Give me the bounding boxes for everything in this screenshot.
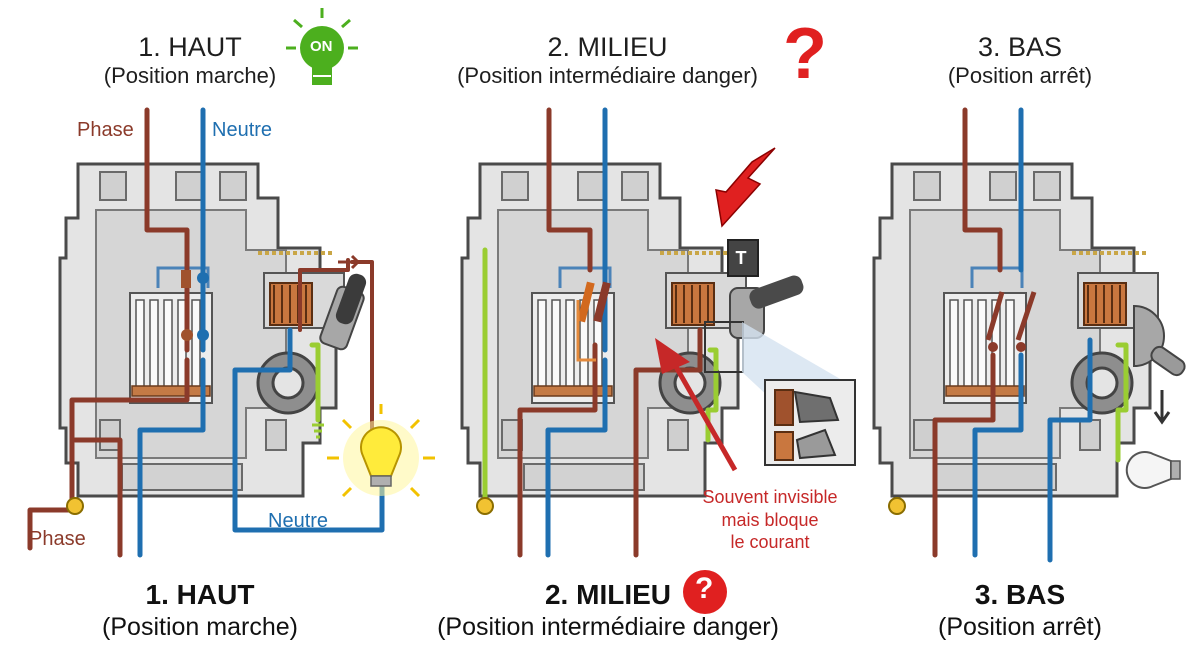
trip-marker: T [736,248,747,268]
on-badge-label: ON [310,38,333,55]
panel-1-subtitle: (Position marche) [103,63,277,89]
red-arrow-contact-head [655,338,690,374]
annotation-line-1: Souvent invisible [702,487,838,507]
panel-3-title: 3. BAS [977,32,1063,62]
panel-3-footer: 3. BAS (Position arrêt) [905,578,1135,642]
contact-annotation: Souvent invisible mais bloque le courant [680,486,860,554]
question-badge [683,570,727,614]
panel-1-footer-subtitle: (Position marche) [102,612,298,641]
panel-2-contacts [576,281,611,362]
panel-3-subtitle: (Position arrêt) [947,63,1093,89]
panel-3-contacts [985,291,1037,352]
red-arrow-trip [715,147,776,228]
panel-3-mount-clip [888,497,906,515]
panel-3-wiring [932,107,1129,563]
earth-symbol [312,423,324,439]
panel-1-title: 1. HAUT [138,32,242,62]
panel-1-footer-title: 1. HAUT [145,579,255,610]
panel-2-mount-clip [476,497,494,515]
panel-1-breaker [58,162,367,498]
panel-2-heading: 2. MILIEU (Position intermédiaire danger… [430,32,785,88]
panel-1-footer: 1. HAUT (Position marche) [70,578,330,642]
panel-1-heading: 1. HAUT (Position marche) [70,32,310,88]
question-badge-label: ? [695,572,714,605]
detail-zoom [764,379,856,466]
panel-1-contacts [181,254,362,341]
panel-1-mount-clip [66,497,84,515]
panel-2-breaker [460,162,804,498]
panel-3-footer-title: 3. BAS [974,579,1066,610]
arrow-down-icon [1153,390,1171,425]
question-mark-icon: ? [783,14,827,94]
annotation-line-3: le courant [730,532,810,552]
panel-3-breaker [872,162,1186,498]
panel-3-footer-subtitle: (Position arrêt) [938,612,1102,641]
panel-2-footer: 2. MILIEU (Position intermédiaire danger… [418,578,798,642]
red-arrow-contact [672,363,738,472]
lightbulb-off-icon [1125,451,1181,489]
panel-2-footer-subtitle: (Position intermédiaire danger) [437,612,779,641]
lightbulb-on-icon [327,404,435,498]
panel-3-heading: 3. BAS (Position arrêt) [910,32,1130,88]
annotation-line-2: mais bloque [721,509,819,530]
panel-1-wiring [27,107,385,558]
neutre-label-bottom: Neutre [268,510,329,532]
phase-label-top: Phase [77,119,134,141]
panel-2-title: 2. MILIEU [547,32,668,62]
panel-2-subtitle: (Position intermédiaire danger) [457,63,758,89]
on-lightbulb-icon [286,8,358,85]
panel-2-footer-title: 2. MILIEU [544,579,671,610]
phase-label-bottom: Phase [29,528,86,550]
neutre-label-top: Neutre [212,119,273,141]
